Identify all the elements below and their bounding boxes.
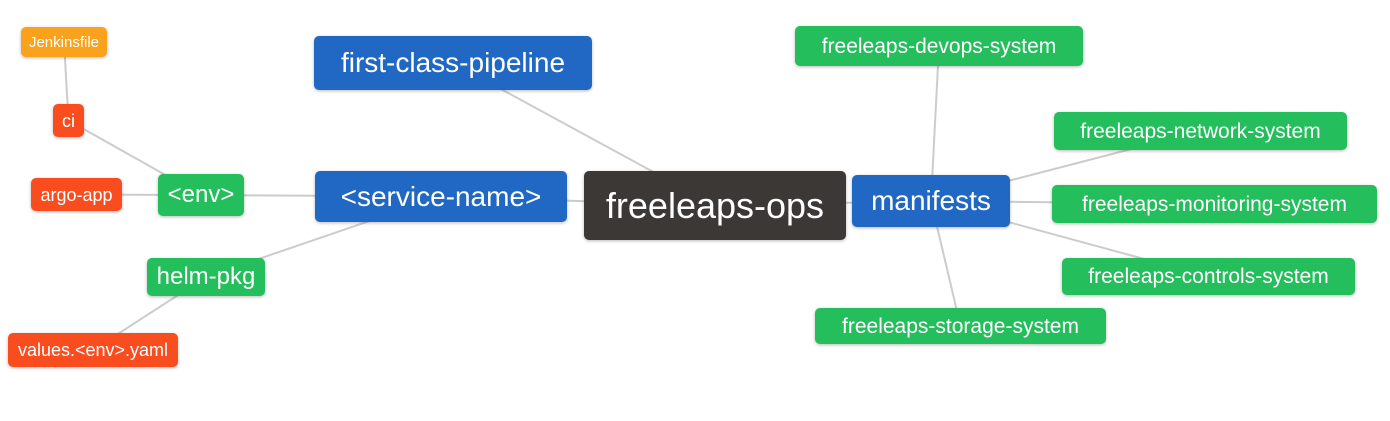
node-ci[interactable]: ci: [53, 104, 84, 137]
node-first-class-pipeline[interactable]: first-class-pipeline: [314, 36, 592, 90]
node-values-env-yaml[interactable]: values.<env>.yaml: [8, 333, 178, 367]
node-freeleaps-network-system[interactable]: freeleaps-network-system: [1054, 112, 1347, 150]
node-freeleaps-controls-system[interactable]: freeleaps-controls-system: [1062, 258, 1355, 295]
node-freeleaps-monitoring-system[interactable]: freeleaps-monitoring-system: [1052, 185, 1377, 223]
node-env[interactable]: <env>: [158, 174, 244, 216]
node-argo-app[interactable]: argo-app: [31, 178, 122, 211]
node-freeleaps-ops[interactable]: freeleaps-ops: [584, 171, 846, 240]
node-service-name[interactable]: <service-name>: [315, 171, 567, 222]
node-freeleaps-devops-system[interactable]: freeleaps-devops-system: [795, 26, 1083, 66]
node-helm-pkg[interactable]: helm-pkg: [147, 258, 265, 296]
node-jenkinsfile[interactable]: Jenkinsfile: [21, 27, 107, 57]
node-manifests[interactable]: manifests: [852, 175, 1010, 227]
node-freeleaps-storage-system[interactable]: freeleaps-storage-system: [815, 308, 1106, 344]
